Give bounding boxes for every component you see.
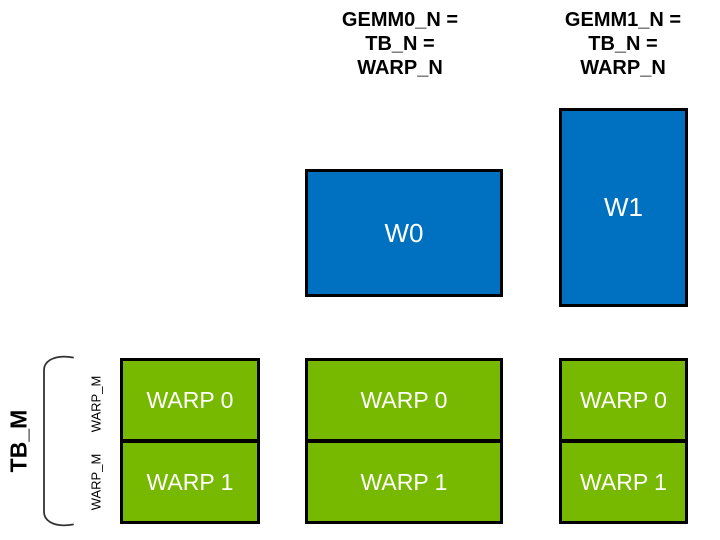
- warp-tile-w0: W0: [305, 169, 503, 297]
- tb-m-axis-label: TB_M: [5, 409, 32, 473]
- warp-cell-label: WARP 0: [146, 386, 234, 413]
- warp-m-label-1: WARP_M: [88, 453, 104, 511]
- warp-tile-w1-label: W1: [604, 192, 643, 222]
- warp-cell: WARP 1: [308, 443, 500, 521]
- warp-grid-column-2: WARP 0 WARP 1: [559, 358, 688, 524]
- warp-grid-column-0: WARP 0 WARP 1: [120, 358, 260, 524]
- tb-m-bracket-icon: [43, 355, 74, 527]
- warp-cell-label: WARP 0: [360, 386, 448, 413]
- warp-cell-label: WARP 1: [146, 468, 234, 495]
- warp-m-label-0: WARP_M: [88, 375, 104, 433]
- warp-cell: WARP 0: [562, 361, 685, 439]
- warp-cell: WARP 0: [123, 361, 257, 439]
- warp-cell: WARP 1: [562, 443, 685, 521]
- warp-cell-label: WARP 1: [360, 468, 448, 495]
- warp-tile-w1: W1: [559, 108, 688, 307]
- warp-cell-label: WARP 0: [580, 386, 667, 413]
- warp-cell-label: WARP 1: [580, 468, 667, 495]
- gemm0-column-label: GEMM0_N = TB_N = WARP_N: [341, 9, 459, 79]
- warp-cell: WARP 1: [123, 443, 257, 521]
- warp-grid-column-1: WARP 0 WARP 1: [305, 358, 503, 524]
- gemm1-column-label: GEMM1_N = TB_N = WARP_N: [564, 9, 682, 79]
- warp-tile-w0-label: W0: [384, 217, 424, 248]
- warp-cell: WARP 0: [308, 361, 500, 439]
